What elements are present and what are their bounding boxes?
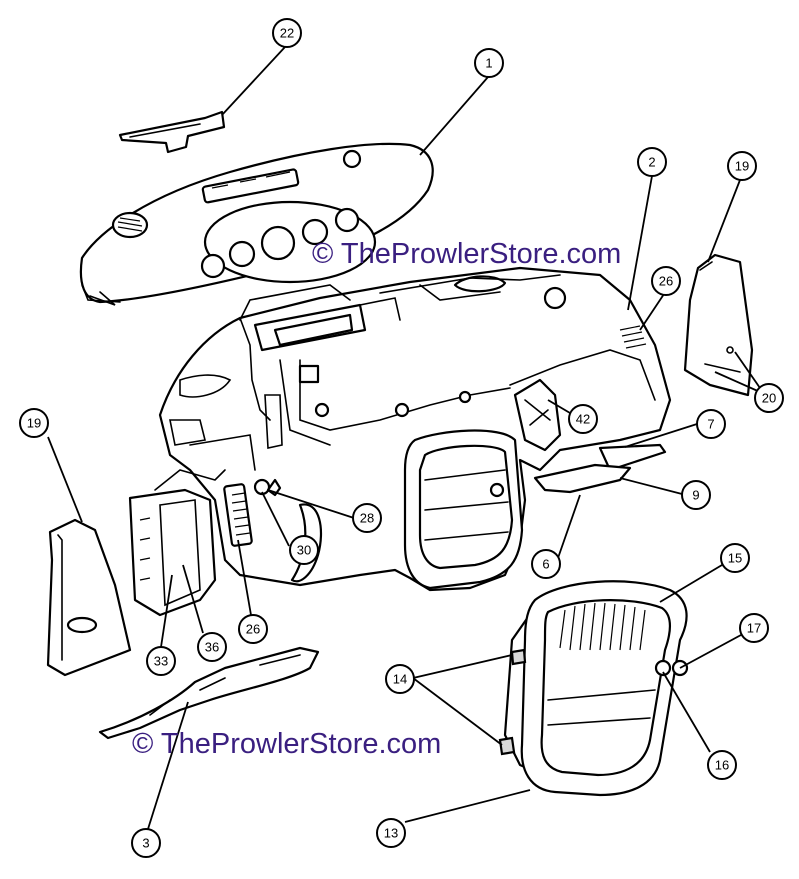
callout-26-lower: 26	[238, 614, 268, 644]
part-panel-top-cover	[79, 142, 434, 306]
callout-label: 19	[27, 416, 41, 431]
callout-label: 6	[542, 557, 549, 572]
callout-30: 30	[289, 535, 319, 565]
callout-9: 9	[681, 480, 711, 510]
callout-label: 15	[728, 551, 742, 566]
callout-2: 2	[637, 147, 667, 177]
callout-26-upper: 26	[651, 266, 681, 296]
callout-label: 16	[715, 758, 729, 773]
part-lower-closeout	[98, 646, 320, 740]
part-storage-doors	[533, 443, 667, 494]
callout-20: 20	[754, 383, 784, 413]
callout-6: 6	[531, 549, 561, 579]
watermark-bottom: © TheProwlerStore.com	[132, 728, 442, 760]
callout-label: 22	[280, 26, 294, 41]
callout-label: 3	[142, 836, 149, 851]
callout-label: 19	[735, 159, 749, 174]
callout-19-right: 19	[727, 151, 757, 181]
callout-label: 26	[246, 622, 260, 637]
callout-label: 1	[485, 56, 492, 71]
callout-label: 9	[692, 488, 699, 503]
callout-label: 26	[659, 274, 673, 289]
callout-label: 2	[648, 155, 655, 170]
callout-3: 3	[131, 828, 161, 858]
callout-label: 14	[393, 672, 407, 687]
part-knee-bracket	[128, 469, 226, 617]
callout-36: 36	[197, 632, 227, 662]
callout-22: 22	[272, 18, 302, 48]
callout-label: 30	[297, 543, 311, 558]
part-main-dashboard	[158, 266, 672, 592]
callout-label: 42	[576, 412, 590, 427]
part-end-cap-left	[46, 518, 132, 677]
part-centre-bezel	[498, 580, 689, 797]
callout-13: 13	[376, 818, 406, 848]
callout-7: 7	[696, 409, 726, 439]
callout-16: 16	[707, 750, 737, 780]
callout-14: 14	[385, 664, 415, 694]
callout-label: 13	[384, 826, 398, 841]
callout-33: 33	[146, 646, 176, 676]
callout-label: 7	[707, 417, 714, 432]
callout-17: 17	[739, 613, 769, 643]
callout-label: 28	[360, 511, 374, 526]
callout-label: 36	[205, 640, 219, 655]
callout-15: 15	[720, 543, 750, 573]
callout-label: 33	[154, 654, 168, 669]
callout-1: 1	[474, 48, 504, 78]
leader-lines	[47, 46, 761, 830]
callout-42: 42	[568, 404, 598, 434]
watermark-top: © TheProwlerStore.com	[312, 238, 622, 270]
part-end-cap-right	[683, 253, 754, 397]
callout-label: 20	[762, 391, 776, 406]
part-defroster-bracket	[118, 110, 226, 154]
callout-label: 17	[747, 621, 761, 636]
callout-19-left: 19	[19, 408, 49, 438]
callout-28: 28	[352, 503, 382, 533]
